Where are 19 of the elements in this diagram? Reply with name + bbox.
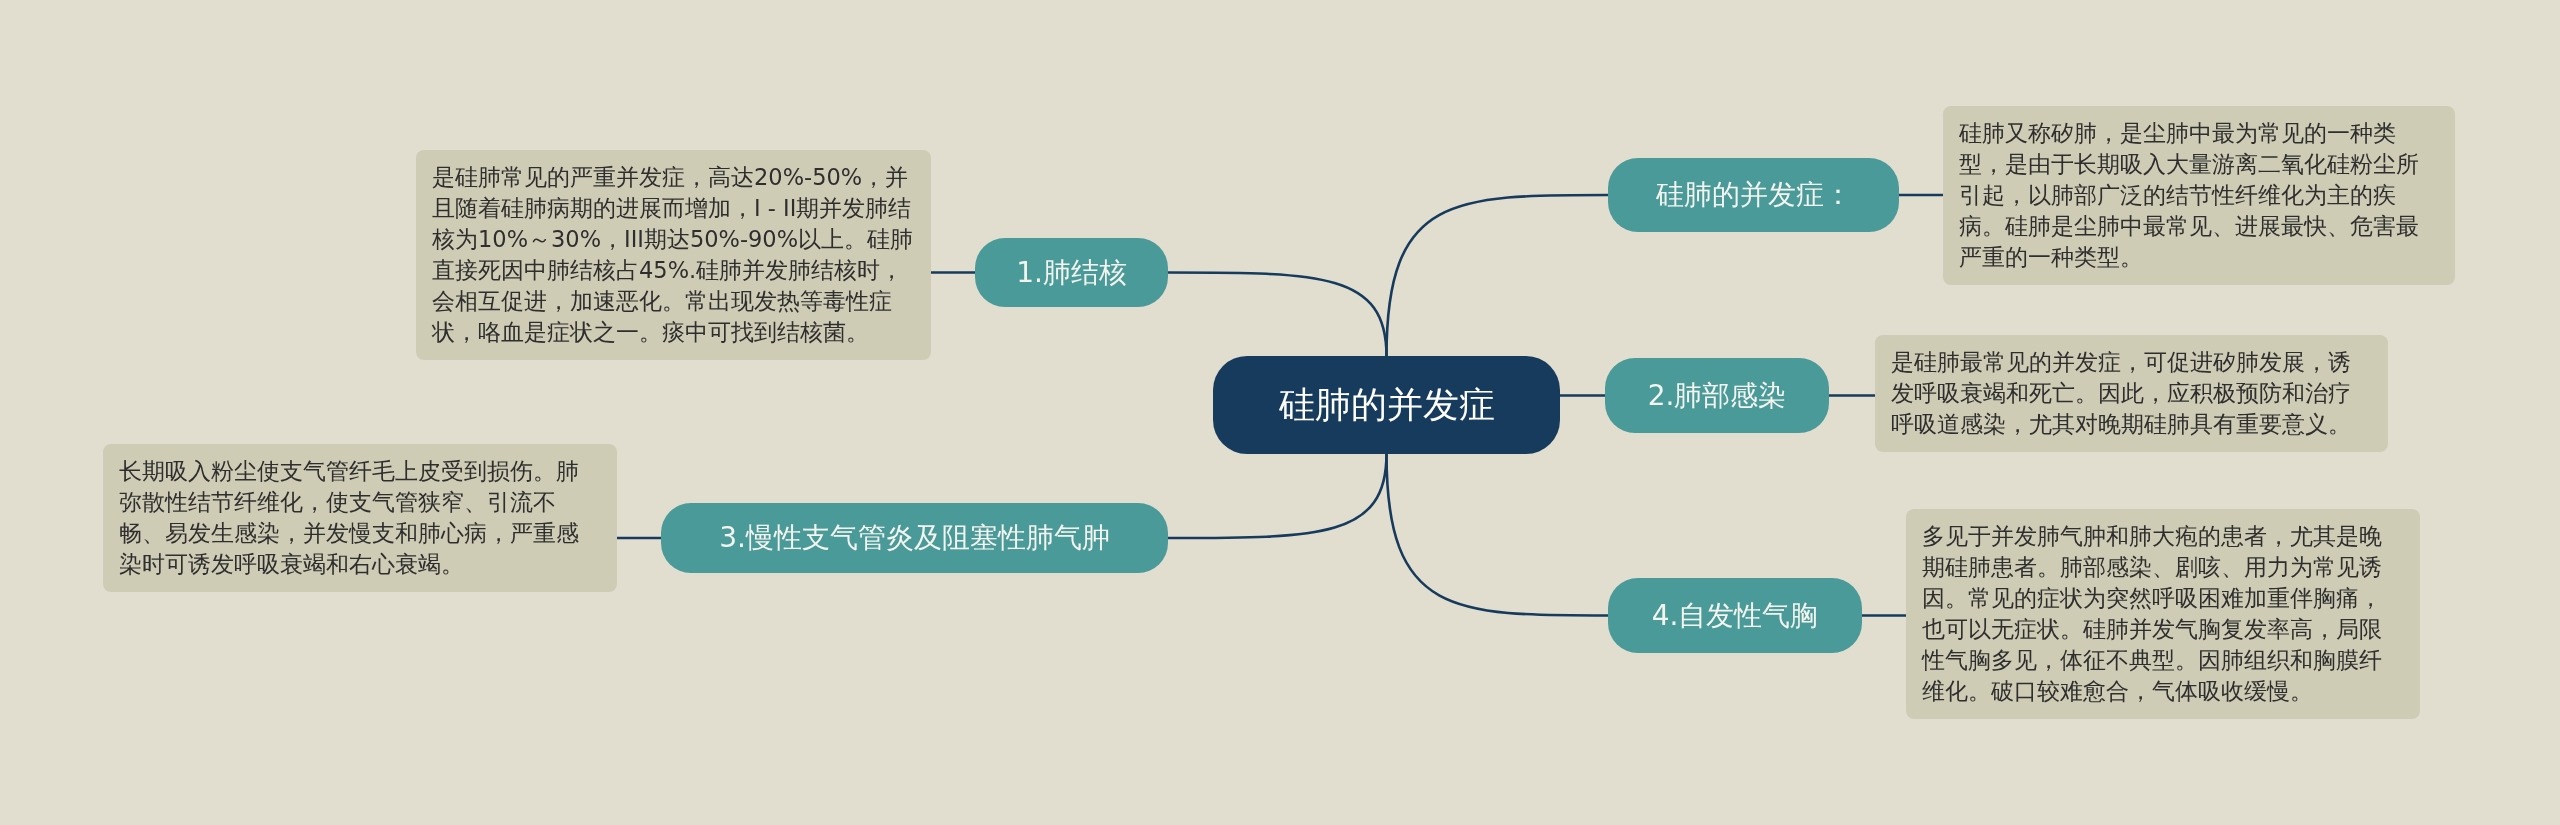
connector-line <box>617 536 661 540</box>
connector-line <box>1862 614 1906 617</box>
topic-box: 1.肺结核 <box>975 238 1168 307</box>
topic-box: 硅肺的并发症： <box>1608 158 1899 232</box>
connector-line <box>931 271 975 274</box>
topic-box: 3.慢性支气管炎及阻塞性肺气肿 <box>661 503 1168 573</box>
central-topic-box: 硅肺的并发症 <box>1213 356 1560 454</box>
topic-box: 4.自发性气胸 <box>1608 578 1862 653</box>
note-box: 硅肺又称矽肺，是尘肺中最为常见的一种类型，是由于长期吸入大量游离二氧化硅粉尘所引起，以肺部广泛的结节性纤维化为主的疾病。硅肺是尘肺中最常见、进展最快、危害最严重的一种类型。 <box>1943 106 2455 285</box>
connector-line <box>1385 453 1608 617</box>
note-box: 多见于并发肺气肿和肺大疱的患者，尤其是晚期硅肺患者。肺部感染、剧咳、用力为常见诱因。常见的症状为突然呼吸困难加重伴胸痛，也可以无症状。硅肺并发气胸复发率高，局限性气胸多见，体征不典型。因肺组织和胸膜纤维化。破口较难愈合，气体吸收缓慢。 <box>1906 509 2420 719</box>
connector-line <box>1560 394 1605 397</box>
topic-box: 2.肺部感染 <box>1605 358 1829 433</box>
connector-line <box>1829 394 1875 397</box>
connector-line <box>1899 193 1943 197</box>
note-box: 是硅肺最常见的并发症，可促进矽肺发展，诱发呼吸衰竭和死亡。因此，应积极预防和治疗呼吸道感染，尤其对晚期硅肺具有重要意义。 <box>1875 335 2388 452</box>
note-box: 是硅肺常见的严重并发症，高达20%-50%，并且随着硅肺病期的进展而增加，I - II期并发肺结核为10%～30%，III期达50%-90%以上。硅肺直接死因中肺结核占45%.硅肺并发肺结核时，会相互促进，加速恶化。常出现发热等毒性症状，咯血是症状之一。痰中可找到结核菌。 <box>416 150 931 360</box>
note-box: 长期吸入粉尘使支气管纤毛上皮受到损伤。肺弥散性结节纤维化，使支气管狭窄、引流不畅、易发生感染，并发慢支和肺心病，严重感染时可诱发呼吸衰竭和右心衰竭。 <box>103 444 617 592</box>
connector-line <box>1168 271 1388 357</box>
